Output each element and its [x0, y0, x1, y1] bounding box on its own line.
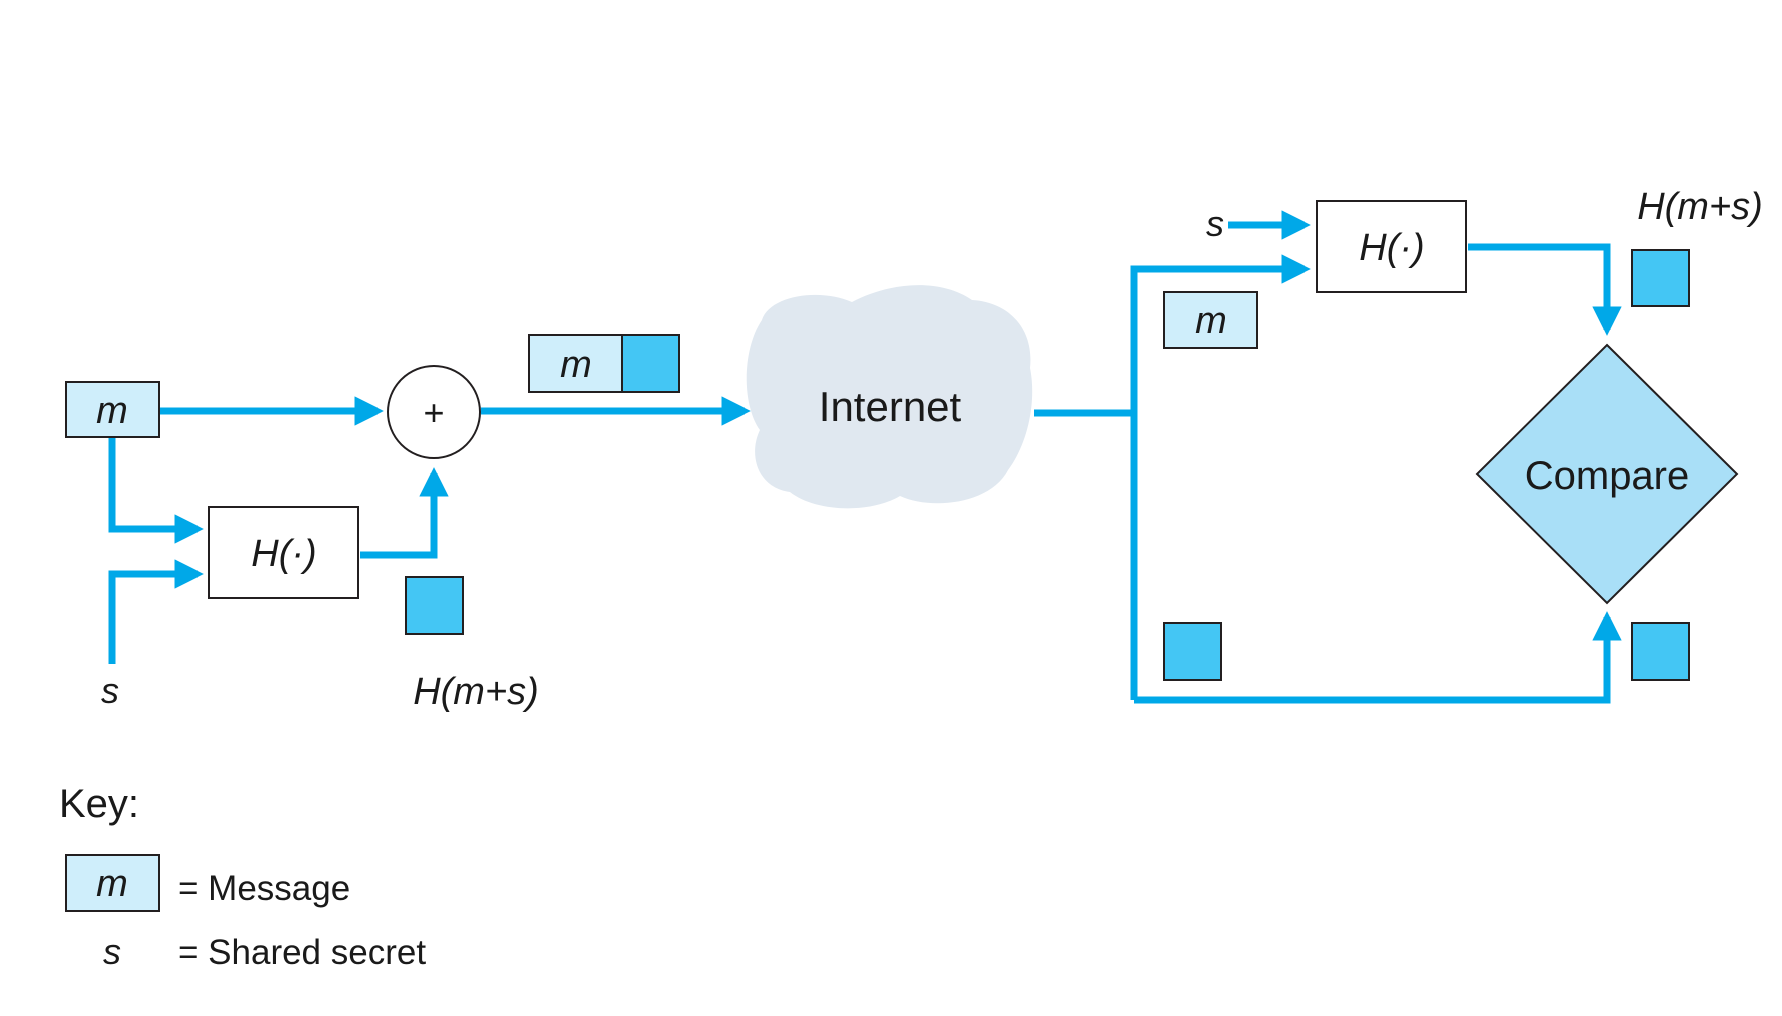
legend-message-symbol: m [96, 863, 128, 905]
received-mac-square [1163, 622, 1222, 681]
compare-diamond: Compare [1475, 343, 1739, 605]
packet-message-label: m [560, 344, 592, 386]
transmitted-packet: m [528, 334, 680, 393]
receiver-mac-label: H(m+s) [1637, 186, 1763, 228]
arrow-hash-to-combiner [360, 467, 449, 559]
receiver-connectors [1034, 210, 1622, 704]
receiver-hash-label: H(·) [1359, 227, 1424, 269]
combiner-node: + [387, 365, 481, 459]
sender-mac-square [405, 576, 464, 635]
arrow-secret-to-hash [108, 559, 204, 664]
sender-message-box: m [65, 381, 160, 438]
arrow-receiver-hash-to-compare [1468, 243, 1622, 336]
sender-connectors [108, 396, 751, 664]
legend-message-box [65, 854, 160, 912]
legend-secret-symbol: s [103, 931, 121, 972]
legend-message-desc: = Message [178, 869, 350, 908]
receiver-message-box: m [1163, 291, 1258, 349]
compare-label: Compare [1525, 454, 1690, 498]
sender-hash-box: H(·) [208, 506, 359, 599]
legend-secret-desc: = Shared secret [178, 933, 426, 972]
arrow-message-to-receiver-hash [1130, 254, 1311, 700]
combiner-label: + [423, 392, 444, 433]
compare-input-mac-square [1631, 622, 1690, 681]
legend: Key: m = Message s = Shared secret [59, 782, 426, 972]
internet-cloud: Internet [746, 285, 1033, 509]
arrow-received-mac-to-compare [1134, 611, 1622, 704]
arrow-message-to-hash [108, 437, 204, 544]
receiver-computed-mac-square [1631, 249, 1690, 307]
internet-label: Internet [819, 383, 962, 430]
sender-mac-label: H(m+s) [413, 671, 539, 713]
sender-message-label: m [96, 390, 128, 432]
receiver-secret-label: s [1206, 203, 1224, 244]
sender-secret-label: s [101, 670, 119, 711]
legend-title: Key: [59, 782, 139, 826]
receiver-hash-box: H(·) [1316, 200, 1467, 293]
sender-hash-label: H(·) [251, 533, 316, 575]
receiver-message-label: m [1195, 300, 1227, 342]
